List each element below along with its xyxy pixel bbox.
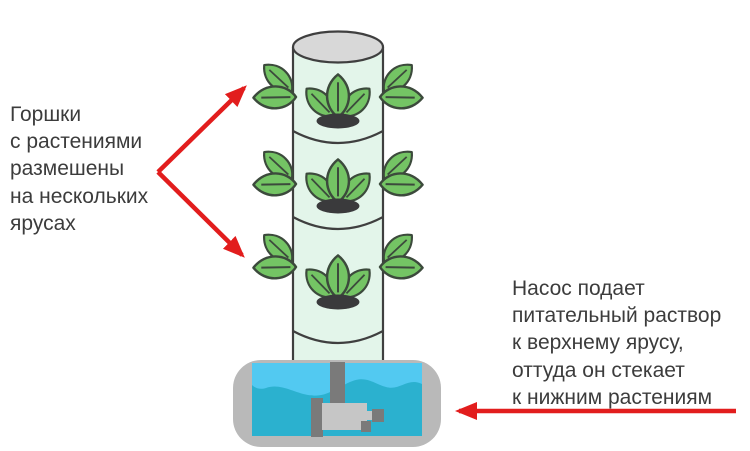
side-plant-right-tier3 (377, 228, 422, 279)
pump (311, 362, 384, 437)
tier-divider-1 (292, 130, 384, 145)
label-line: Насос подает (512, 277, 645, 300)
label-line: Горшки (10, 103, 82, 126)
side-plant-left-tier2 (253, 145, 298, 196)
label-line: питательный раствор (512, 304, 722, 328)
arrow-to-bottom-tier (156, 170, 245, 258)
label-pump-solution: Насос подает питательный раствор к верхн… (512, 275, 721, 411)
pump-outlet-stub (367, 411, 373, 420)
label-line: к верхнему ярусу, (512, 331, 684, 355)
pump-body (322, 403, 367, 430)
label-pots-on-tiers: Горшки с растениями размешены на несколь… (10, 101, 148, 237)
side-plant-right-tier1 (377, 58, 422, 109)
arrow-to-top-tier (156, 85, 247, 174)
side-plant-right-tier2 (377, 145, 422, 196)
pump-riser-pipe (330, 362, 345, 406)
pump-foot (361, 421, 371, 432)
label-line: с растениями (10, 130, 143, 154)
tier-divider-3 (292, 330, 384, 345)
reservoir (233, 360, 441, 447)
tower-top-cap (291, 30, 385, 64)
label-line: к нижним растениям (512, 385, 713, 409)
label-line: оттуда он стекает (512, 358, 685, 382)
side-plant-left-tier3 (253, 228, 298, 279)
label-line: ярусах (10, 211, 76, 235)
pump-inlet-bar (311, 398, 323, 437)
label-line: на нескольких (10, 184, 149, 208)
tier-divider-2 (292, 216, 384, 231)
label-line: размешены (10, 157, 125, 181)
pump-outlet (372, 409, 384, 422)
side-plant-left-tier1 (253, 58, 298, 109)
